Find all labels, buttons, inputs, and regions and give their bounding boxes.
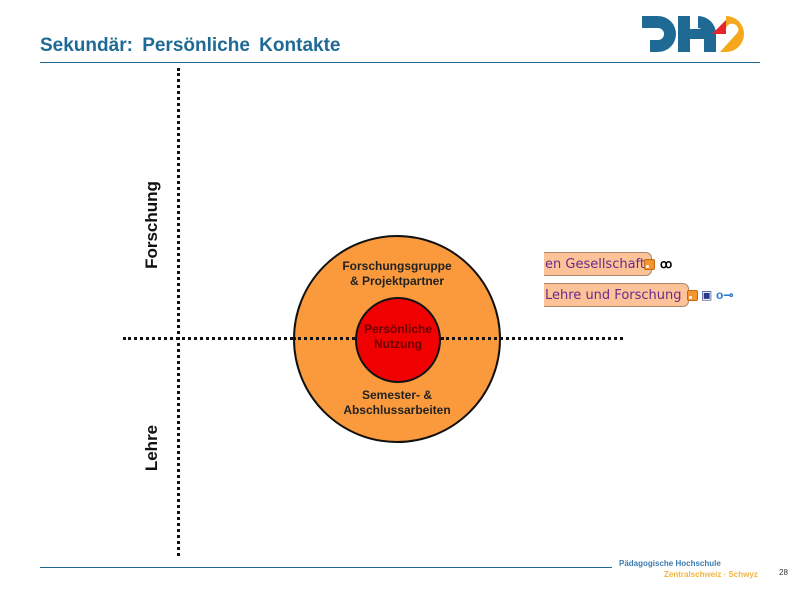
tag-pill-gesellschaft[interactable]: en Gesellschaft xyxy=(544,252,653,276)
tag-label: en Gesellschaft xyxy=(545,257,646,272)
hline-overlay-left xyxy=(293,337,355,340)
title-rule xyxy=(40,62,760,63)
outer-bottom-line1: Semester- & xyxy=(361,388,433,402)
outer-bottom-label: Semester- & Abschlussarbeiten xyxy=(297,388,497,418)
axis-label-forschung: Forschung xyxy=(142,181,161,269)
outer-top-label: Forschungsgruppe & Projektpartner xyxy=(297,259,497,289)
axis-label-lehre: Lehre xyxy=(142,424,161,472)
slide-title: Sekundär: Persönliche Kontakte xyxy=(40,35,341,56)
phz-logo xyxy=(642,15,745,52)
save-icon[interactable]: ▣ xyxy=(701,288,713,302)
glasses-icon[interactable]: ꝏ xyxy=(660,257,673,271)
footer-institution-line2: Zentralschweiz · Schwyz xyxy=(664,570,758,579)
outer-top-line1: Forschungsgruppe xyxy=(342,259,452,273)
vertical-axis-line xyxy=(177,68,180,556)
outer-top-line2: & Projektpartner xyxy=(349,274,445,288)
page-number: 28 xyxy=(779,568,788,577)
inner-line1: Persönliche xyxy=(363,322,433,336)
outer-bottom-line2: Abschlussarbeiten xyxy=(343,403,451,417)
tag-label: Lehre und Forschung xyxy=(545,288,682,303)
inner-line2: Nutzung xyxy=(374,337,422,351)
footer-rule xyxy=(40,567,612,568)
screenshot-crop: en Gesellschaft ꝏ Lehre und Forschung ▣ … xyxy=(544,250,744,310)
footer-institution-line1: Pädagogische Hochschule xyxy=(619,559,721,568)
rss-icon[interactable] xyxy=(644,259,655,270)
rss-icon[interactable] xyxy=(687,290,698,301)
inner-label: Persönliche Nutzung xyxy=(355,322,441,352)
hline-overlay-right xyxy=(441,337,623,340)
key-icon[interactable]: o⊸ xyxy=(716,288,734,302)
tag-pill-lehre-forschung[interactable]: Lehre und Forschung xyxy=(544,283,689,307)
inner-circle xyxy=(355,297,441,383)
